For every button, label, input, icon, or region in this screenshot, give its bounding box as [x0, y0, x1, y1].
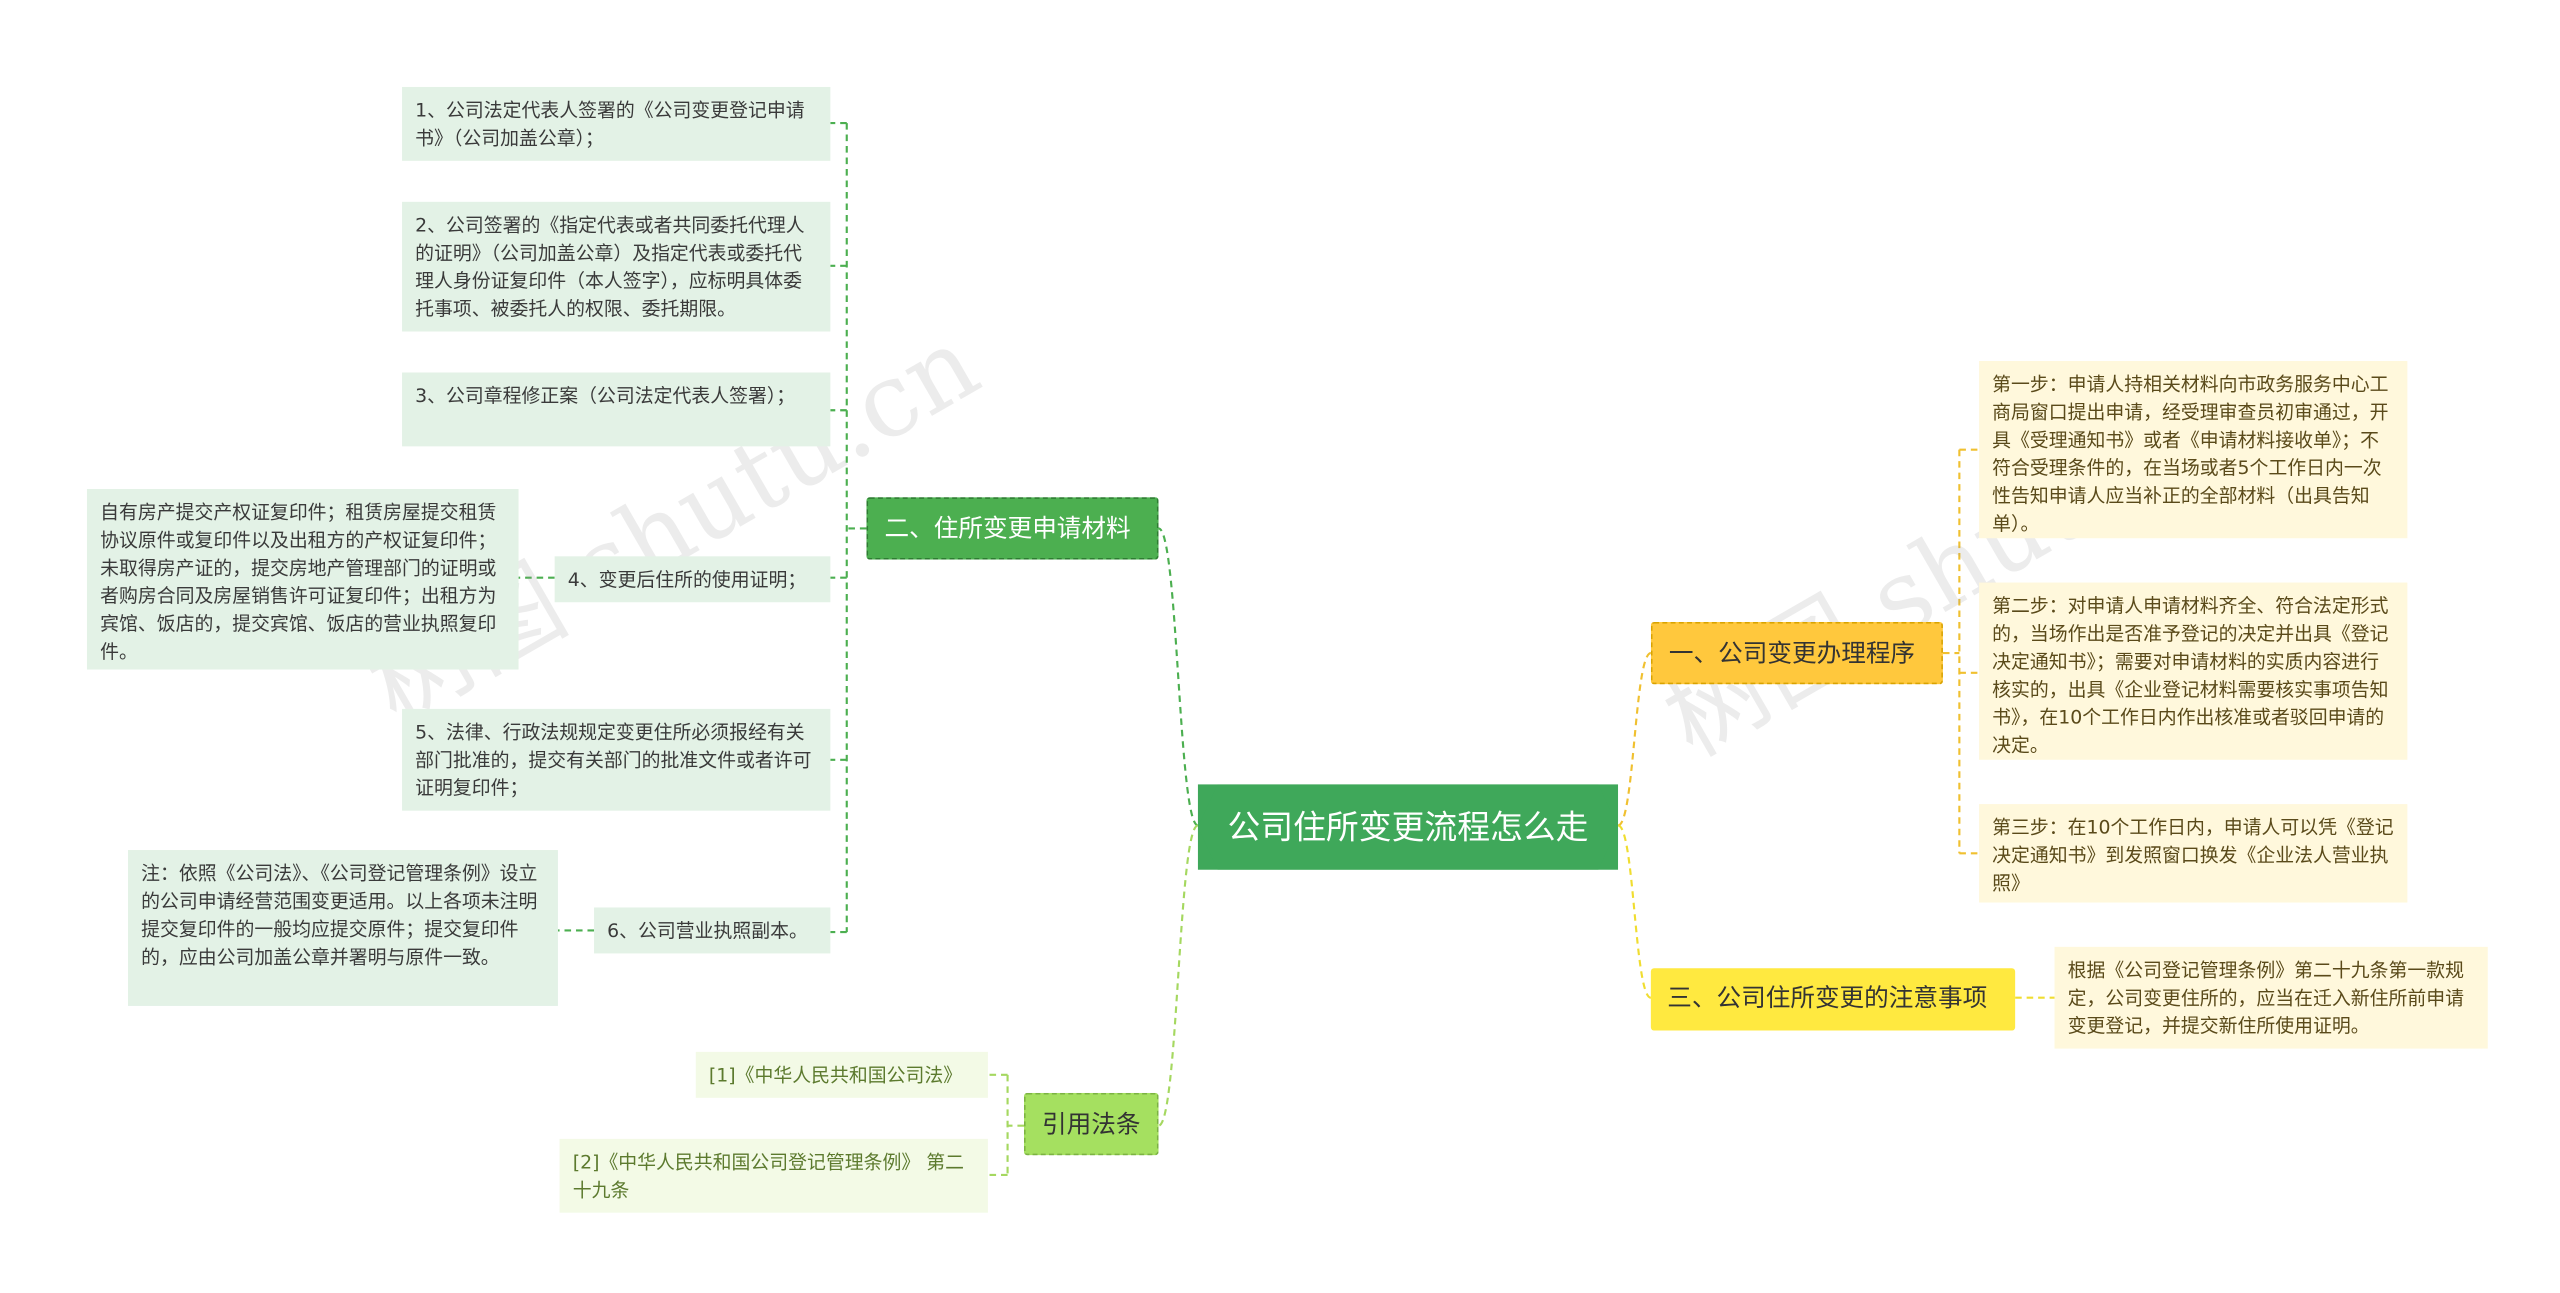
material-item-1[interactable]: 1、公司法定代表人签署的《公司变更登记申请书》（公司加盖公章）； [402, 86, 831, 161]
material-item-6-detail[interactable]: 注：依照《公司法》、《公司登记管理条例》设立的公司申请经营范围变更适用。以上各项… [127, 850, 558, 1006]
branch-materials[interactable]: 二、住所变更申请材料 [866, 497, 1159, 560]
material-item-2[interactable]: 2、公司签署的《指定代表或者共同委托代理人的证明》（公司加盖公章）及指定代表或委… [402, 201, 831, 332]
material-item-5[interactable]: 5、法律、行政法规规定变更住所必须报经有关部门批准的，提交有关部门的批准文件或者… [402, 708, 831, 811]
procedure-step-1[interactable]: 第一步：申请人持相关材料向市政务服务中心工商局窗口提出申请，经受理审查员初审通过… [1979, 361, 2408, 539]
branch-procedure[interactable]: 一、公司变更办理程序 [1650, 621, 1943, 685]
material-item-6[interactable]: 6、公司营业执照副本。 [594, 907, 831, 954]
material-item-3[interactable]: 3、公司章程修正案（公司法定代表人签署）； [402, 372, 831, 447]
notes-detail[interactable]: 根据《公司登记管理条例》第二十九条第一款规定，公司变更住所的，应当在迁入新住所前… [2054, 946, 2488, 1049]
branch-notes[interactable]: 三、公司住所变更的注意事项 [1650, 968, 2016, 1031]
material-item-4-detail[interactable]: 自有房产提交产权证复印件；租赁房屋提交租赁协议原件或复印件以及出租方的产权证复印… [86, 489, 519, 670]
central-topic[interactable]: 公司住所变更流程怎么走 [1197, 784, 1619, 870]
procedure-step-2[interactable]: 第二步：对申请人申请材料齐全、符合法定形式的，当场作出是否准予登记的决定并出具《… [1979, 582, 2408, 760]
material-item-4[interactable]: 4、变更后住所的使用证明； [554, 556, 831, 603]
law-item-2[interactable]: [2]《中华人民共和国公司登记管理条例》 第二十九条 [559, 1138, 988, 1213]
central-topic-label: 公司住所变更流程怎么走 [1227, 807, 1589, 847]
central-topic-shape [1197, 784, 1619, 870]
procedure-step-3[interactable]: 第三步：在10个工作日内，申请人可以凭《登记决定通知书》到发照窗口换发《企业法人… [1979, 804, 2408, 903]
law-item-1[interactable]: [1]《中华人民共和国公司法》 [695, 1051, 988, 1098]
branch-laws[interactable]: 引用法条 [1023, 1092, 1159, 1156]
